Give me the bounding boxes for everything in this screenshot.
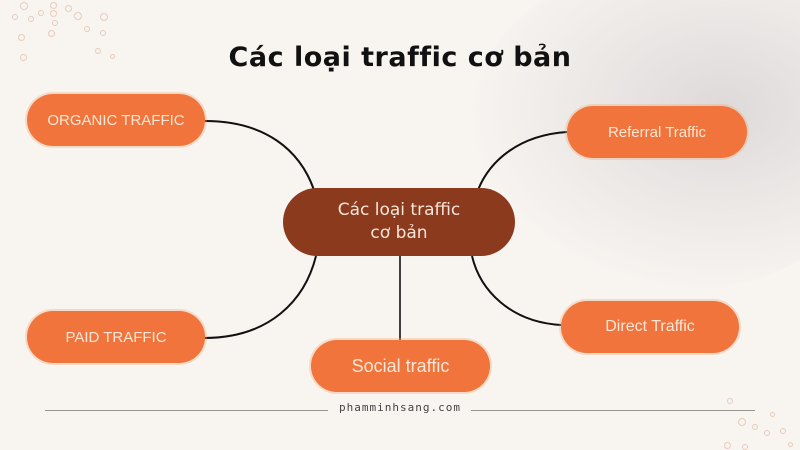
footer-divider-right (471, 410, 755, 411)
center-node-line2: cơ bản (370, 223, 428, 243)
node-label: PAID TRAFFIC (65, 328, 167, 346)
decorative-dots-bottom-right (700, 390, 800, 450)
node-paid-traffic: PAID TRAFFIC (27, 311, 205, 363)
footer-website: phamminhsang.com (339, 401, 461, 414)
node-referral-traffic: Referral Traffic (567, 106, 747, 158)
center-node-line1: Các loại traffic (337, 200, 461, 220)
node-organic-traffic: ORGANIC TRAFFIC (27, 94, 205, 146)
decorative-dots-top-left (0, 0, 120, 80)
node-label: ORGANIC TRAFFIC (47, 111, 185, 129)
node-label: Direct Traffic (605, 318, 695, 335)
node-social-traffic: Social traffic (311, 340, 490, 392)
footer-divider-left (45, 410, 328, 411)
center-node: Các loại traffic cơ bản (283, 188, 515, 256)
node-label: Social traffic (351, 355, 450, 376)
page-title: Các loại traffic cơ bản (228, 42, 572, 73)
node-label: Referral Traffic (607, 123, 707, 141)
node-direct-traffic: Direct Traffic (561, 301, 739, 353)
